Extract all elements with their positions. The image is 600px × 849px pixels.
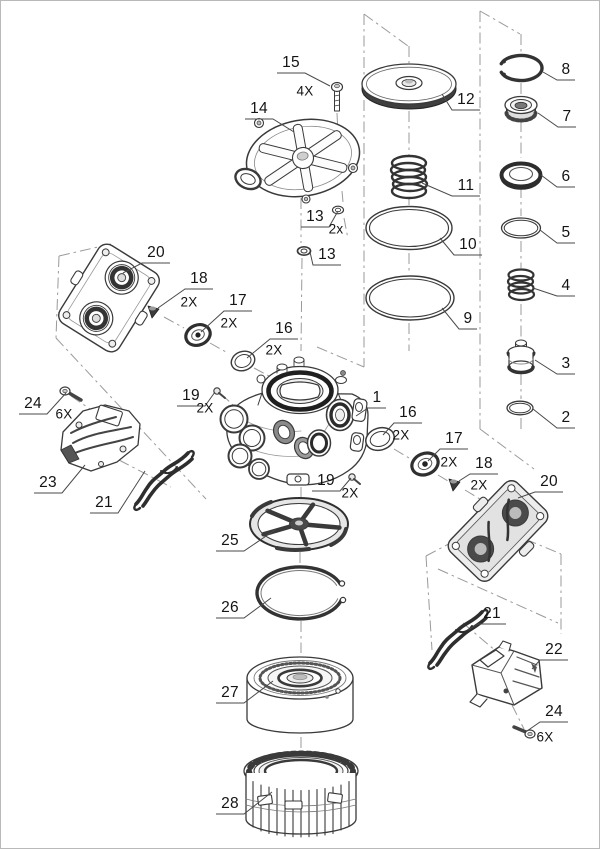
leader-line-23 <box>34 464 86 494</box>
part-24-screw-top-left <box>59 386 83 402</box>
leader-line-14 <box>245 118 295 133</box>
leader-line-20 <box>517 491 563 499</box>
leader-line-26 <box>216 597 272 619</box>
part-2-oring <box>506 400 534 416</box>
part-22-housing <box>469 640 543 708</box>
leader-line-21 <box>467 623 506 631</box>
leader-line-13 <box>301 210 339 228</box>
leader-line-9 <box>441 307 477 330</box>
leader-line-10 <box>439 237 482 256</box>
part-28-cage <box>243 750 359 838</box>
leader-line-25 <box>216 529 276 552</box>
part-3-valve-cartridge <box>506 339 536 375</box>
leader-line-19 <box>177 391 216 407</box>
leader-lines <box>19 71 576 815</box>
part-10-oring <box>365 205 453 251</box>
part-9-oring <box>365 275 455 321</box>
part-17-grommet-right <box>410 451 440 477</box>
part-24-screw-bottom-right <box>512 725 536 739</box>
part-13-washer-upper <box>331 205 345 215</box>
leader-line-11 <box>421 182 480 197</box>
part-5-oring <box>500 217 542 239</box>
leader-line-18 <box>157 288 213 309</box>
part-19-pin-left <box>213 387 226 399</box>
leader-line-2 <box>532 408 575 429</box>
part-16-washer-right <box>365 426 395 452</box>
part-20-valve-plate-right <box>447 480 549 582</box>
leader-line-7 <box>537 112 576 128</box>
leader-line-5 <box>539 229 575 244</box>
part-11-spring <box>389 154 429 200</box>
part-26-snap-ring <box>255 565 347 621</box>
leader-line-17 <box>200 310 252 333</box>
part-4-spring <box>506 268 536 302</box>
leader-line-20 <box>122 262 170 274</box>
part-1-pump-body <box>219 356 369 486</box>
leader-line-27 <box>216 680 274 704</box>
leader-line-3 <box>534 359 575 375</box>
leader-line-4 <box>532 287 575 297</box>
part-18-valve-cone-right <box>448 478 461 492</box>
part-8-snap-ring <box>499 53 544 83</box>
part-25-cam-plate <box>249 497 349 552</box>
part-13-washer-lower <box>296 245 312 257</box>
leader-line-19 <box>312 477 352 492</box>
leader-line-22 <box>531 659 568 670</box>
leader-line-24 <box>526 721 568 732</box>
leader-line-6 <box>540 174 575 188</box>
leader-line-21 <box>90 470 146 514</box>
leader-line-8 <box>542 71 575 81</box>
leader-line-13 <box>309 251 341 266</box>
leader-line-18 <box>458 473 498 482</box>
leader-line-16 <box>382 422 422 436</box>
part-21-retaining-clip-left <box>133 449 195 512</box>
leader-line-17 <box>427 448 468 462</box>
part-15-screw <box>330 81 344 112</box>
part-16-washer-left <box>230 350 256 372</box>
leader-line-15 <box>277 72 331 87</box>
part-12-disc <box>361 63 457 110</box>
leader-line-28 <box>216 791 273 815</box>
part-18-valve-cone-left <box>147 305 160 319</box>
part-14-cover <box>234 117 361 204</box>
part-20-valve-plate-left <box>58 243 160 353</box>
leader-line-24 <box>19 392 67 415</box>
leader-line-12 <box>441 93 480 111</box>
part-21-retaining-clip-right <box>427 608 489 671</box>
part-23-valve-block <box>60 404 141 472</box>
leader-line-16 <box>246 338 298 359</box>
part-27-bearing-drum <box>246 656 354 734</box>
part-7-bearing <box>504 95 538 123</box>
part-6-seal-ring <box>499 161 543 190</box>
leader-line-1 <box>355 407 386 417</box>
